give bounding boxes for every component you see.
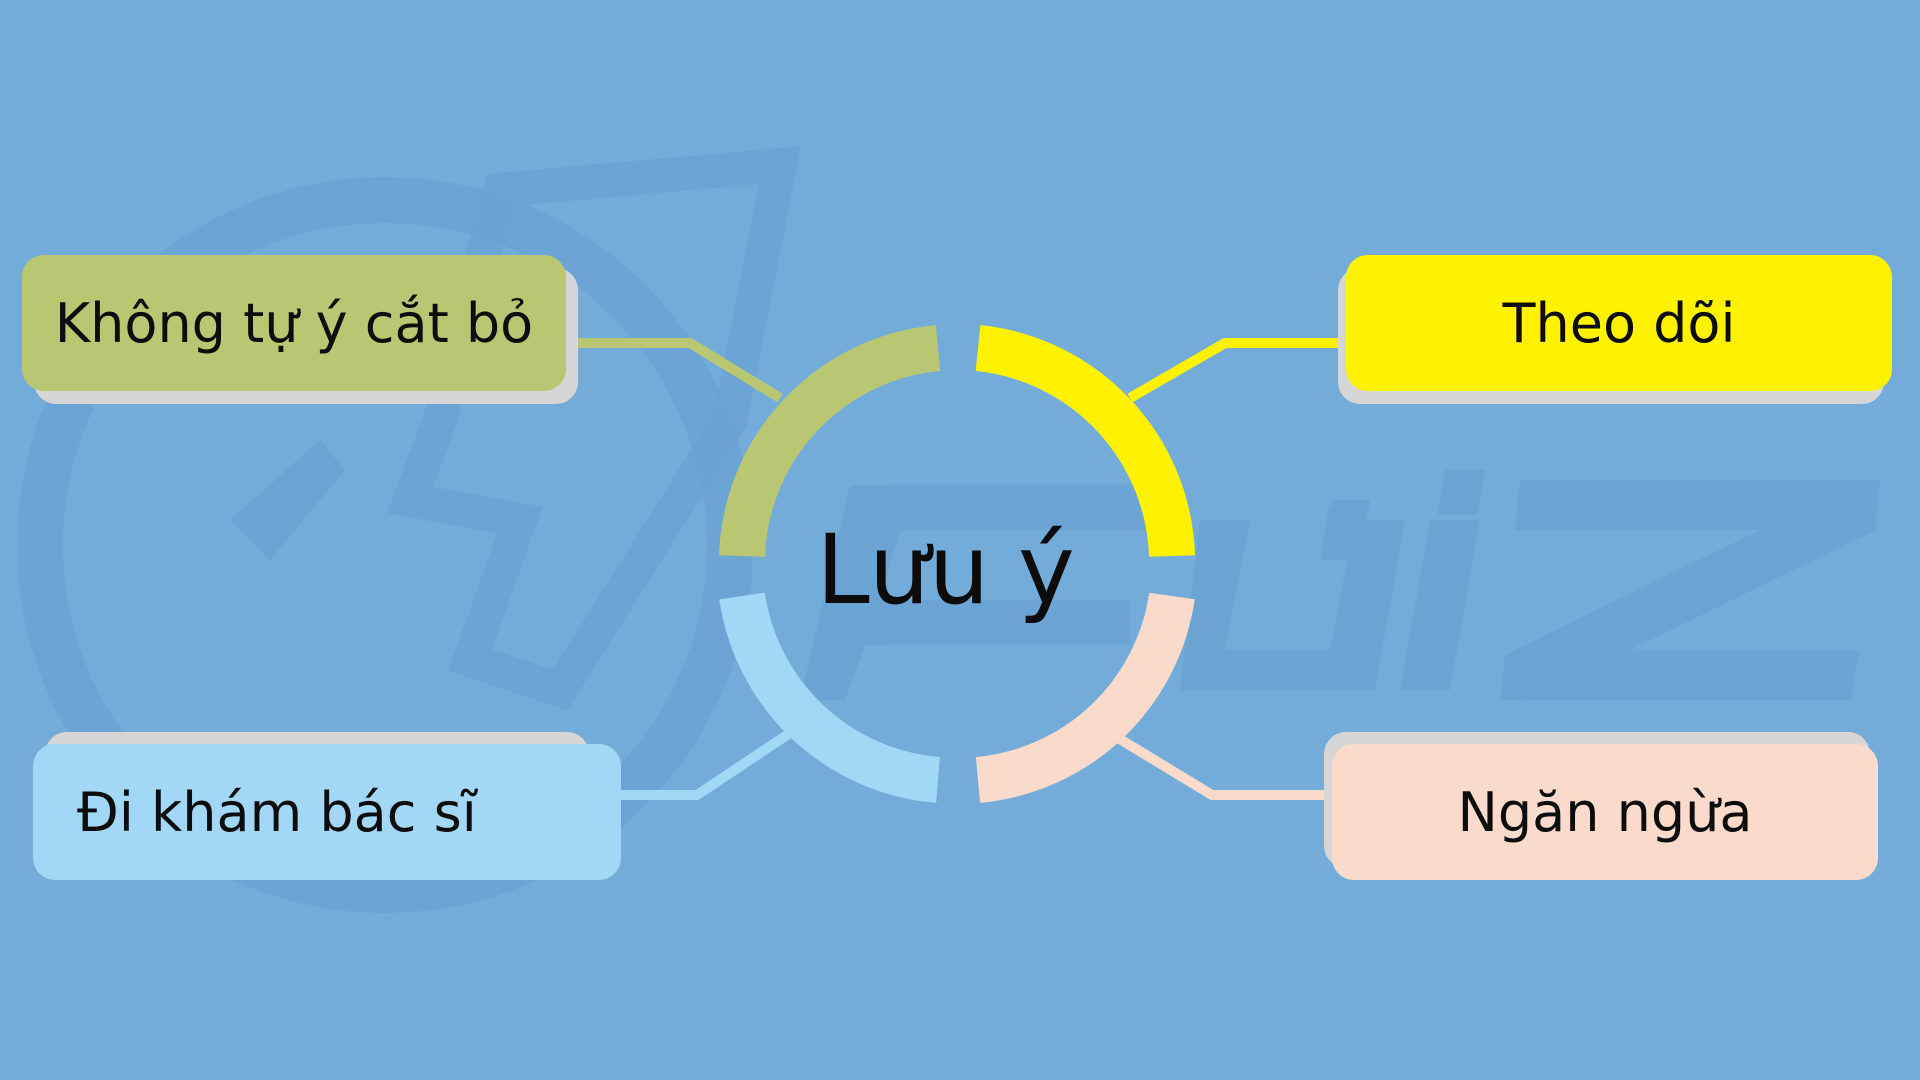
node-bottom-right: Ngăn ngừa	[1324, 732, 1878, 880]
connector-top-left	[575, 338, 783, 403]
node-label-khong-tu-y-cat-bo: Không tự ý cắt bỏ	[22, 255, 566, 391]
node-top-left: Không tự ý cắt bỏ	[22, 255, 578, 404]
ring-segment-bottom-right	[975, 592, 1195, 803]
connector-bottom-left	[585, 728, 793, 800]
node-top-right: Theo dõi	[1338, 255, 1892, 404]
connector-top-right	[1127, 338, 1340, 403]
ring-segment-top-right	[975, 325, 1195, 558]
node-label-di-kham-bac-si: Đi khám bác sĩ	[33, 744, 621, 880]
node-label-ngan-ngua: Ngăn ngừa	[1332, 744, 1878, 880]
ring-segment-top-left	[719, 325, 941, 558]
node-bottom-left: Đi khám bác sĩ	[33, 732, 621, 880]
node-label-theo-doi: Theo dõi	[1346, 255, 1892, 391]
center-title: Lưu ý	[816, 514, 1075, 626]
connector-bottom-right	[1115, 733, 1325, 800]
ring-segment-bottom-left	[719, 592, 941, 803]
